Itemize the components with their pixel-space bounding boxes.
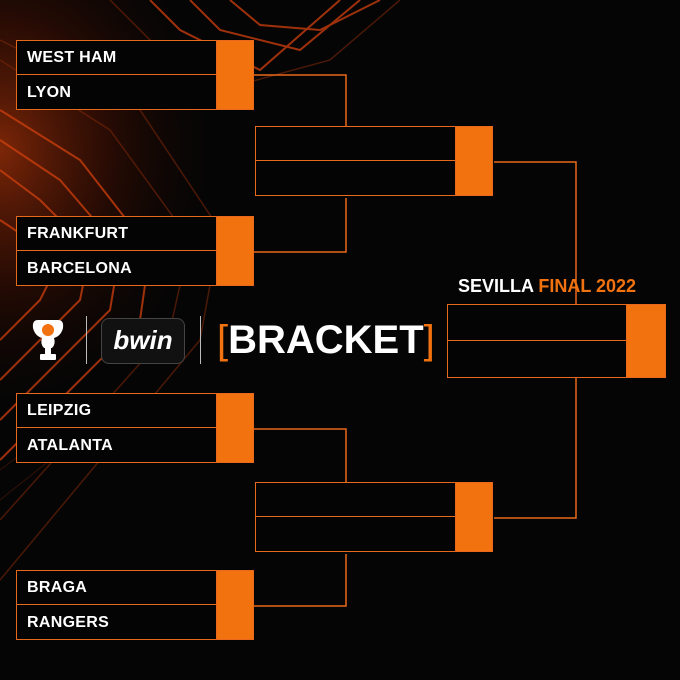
- bwin-logo: bwin: [101, 318, 185, 364]
- team-name: BRAGA: [17, 571, 217, 605]
- logo-divider: [200, 316, 201, 364]
- bracket-title: [BRACKET]: [217, 313, 435, 367]
- bracket-open-icon: [: [217, 318, 229, 362]
- logo-strip: bwin [BRACKET]: [28, 316, 435, 366]
- europa-league-trophy-icon: [32, 320, 64, 360]
- final-city: SEVILLA: [458, 276, 534, 296]
- team-name: WEST HAM: [17, 41, 217, 75]
- bracket-close-icon: ]: [423, 318, 435, 362]
- final-label: FINAL 2022: [538, 276, 637, 296]
- score-box: [626, 305, 665, 377]
- final-title: SEVILLA FINAL 2022: [458, 276, 636, 297]
- team-slot: [448, 342, 628, 376]
- score-box: [455, 127, 492, 195]
- score-box: [455, 483, 492, 551]
- semi-final-2: [255, 482, 493, 552]
- score-box: [216, 41, 253, 109]
- score-box: [216, 394, 253, 462]
- team-slot: [256, 162, 456, 196]
- score-box: [216, 571, 253, 639]
- logo-divider: [86, 316, 87, 364]
- team-slot: [256, 483, 456, 517]
- final-match: [447, 304, 666, 378]
- team-name: FRANKFURT: [17, 217, 217, 251]
- team-name: RANGERS: [27, 614, 110, 631]
- team-name: BARCELONA: [27, 260, 132, 277]
- semi-final-1: [255, 126, 493, 196]
- team-slot: [448, 305, 628, 341]
- team-slot: [256, 127, 456, 161]
- quarter-final-3: LEIPZIG ATALANTA: [16, 393, 254, 463]
- team-name: LEIPZIG: [17, 394, 217, 428]
- bracket-title-text: BRACKET: [228, 318, 424, 362]
- team-name: ATALANTA: [27, 437, 113, 454]
- team-slot: [256, 518, 456, 552]
- team-name: LYON: [27, 84, 72, 101]
- quarter-final-1: WEST HAM LYON: [16, 40, 254, 110]
- quarter-final-2: FRANKFURT BARCELONA: [16, 216, 254, 286]
- quarter-final-4: BRAGA RANGERS: [16, 570, 254, 640]
- score-box: [216, 217, 253, 285]
